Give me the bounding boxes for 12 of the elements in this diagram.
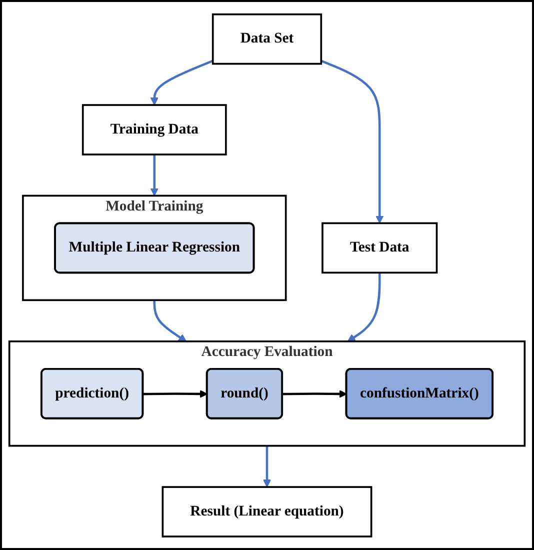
arrow [153, 300, 187, 342]
arrow [262, 445, 272, 487]
node-box: Data Set [212, 12, 322, 64]
node-box: Test Data [322, 222, 438, 274]
arrow [150, 154, 158, 196]
arrow [150, 59, 214, 105]
arrow [347, 272, 381, 342]
arrow [143, 390, 208, 398]
arrow [320, 59, 384, 224]
arrow [282, 390, 348, 398]
node-box: Result (Linear equation) [162, 486, 372, 537]
node-box: Training Data [82, 104, 227, 155]
